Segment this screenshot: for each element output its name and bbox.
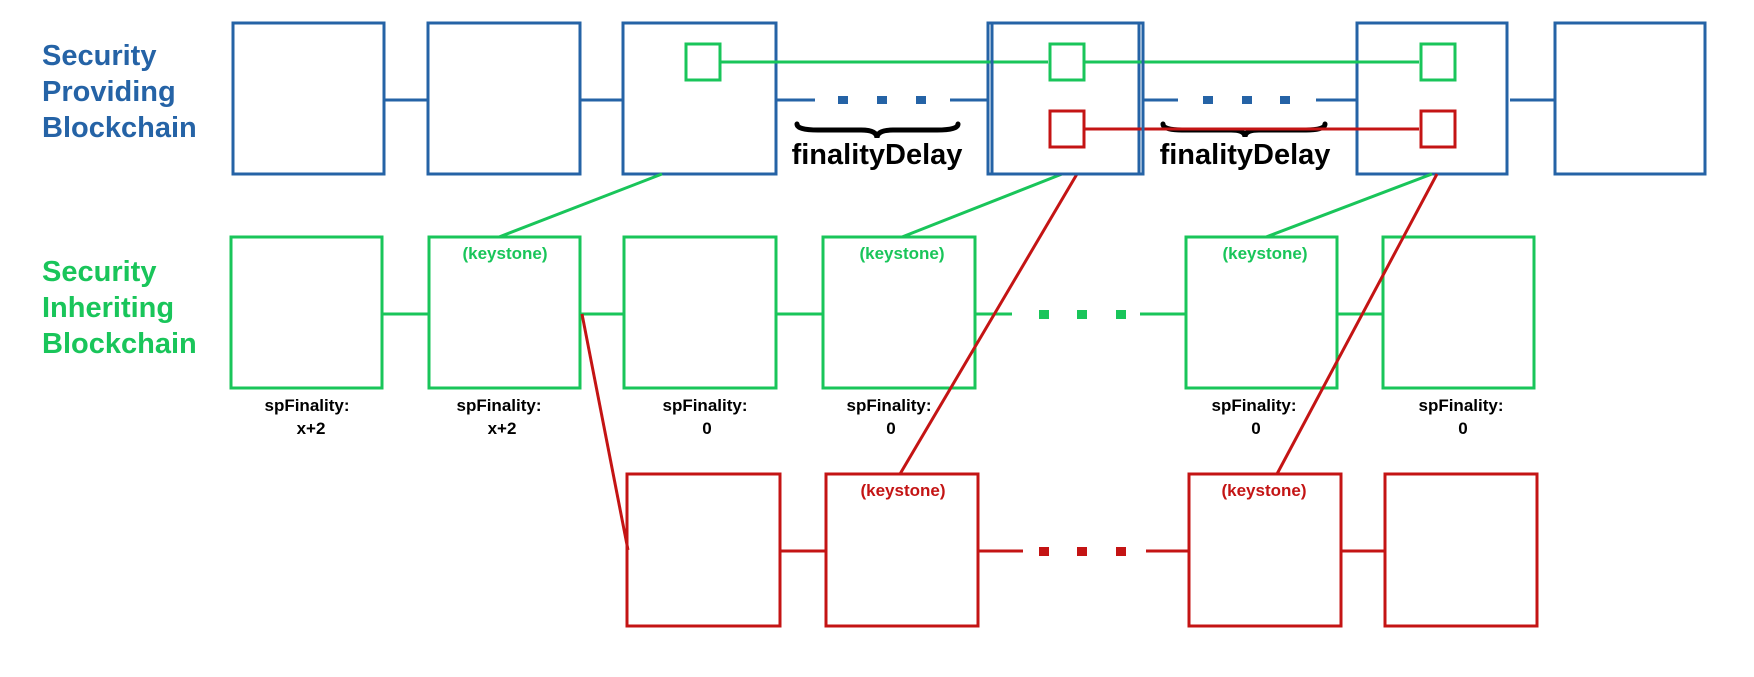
spfinality-label: spFinality: (846, 396, 931, 415)
sp-label-line-2: Providing (42, 76, 176, 108)
keystone-label-green: (keystone) (1222, 244, 1307, 263)
finality-delay-label-2: finalityDelay (1160, 139, 1331, 171)
finality-delay-label-1: finalityDelay (792, 139, 963, 171)
security-inheriting-label: Security Inheriting Blockchain (42, 256, 197, 360)
ellipsis-dot (1039, 547, 1049, 556)
green-publication-box (1419, 42, 1457, 82)
red-publication-box (1419, 109, 1457, 149)
sp-block (231, 21, 386, 176)
ellipsis-dot (1116, 547, 1126, 556)
sp-block (426, 21, 582, 176)
ellipsis-dot (1242, 96, 1252, 104)
sp-ellipsis-1 (838, 96, 926, 104)
si-red-chain (580, 173, 1539, 628)
keystone-label-red: (keystone) (860, 481, 945, 500)
si-block (229, 235, 384, 390)
keystone-label-red: (keystone) (1221, 481, 1306, 500)
green-anchor-link (901, 172, 1063, 239)
security-providing-label: Security Providing Blockchain (42, 40, 197, 144)
si-label-line-3: Blockchain (42, 328, 197, 360)
spfinality-label: spFinality: (264, 396, 349, 415)
sp-block (1355, 21, 1509, 176)
spfinality-value: x+2 (488, 419, 517, 438)
red-block (625, 472, 782, 628)
red-block (1383, 472, 1539, 628)
sp-block (986, 21, 1141, 176)
sp-ellipsis-2 (1203, 96, 1290, 104)
ellipsis-dot (1077, 547, 1087, 556)
red-anchor-link (1275, 173, 1439, 475)
si-block (427, 235, 582, 390)
si-green-ellipsis (1039, 310, 1126, 319)
ellipsis-dot (838, 96, 848, 104)
spfinality-value: 0 (886, 419, 895, 438)
sp-block (990, 21, 1145, 176)
spfinality-label: spFinality: (1418, 396, 1503, 415)
si-block (1381, 235, 1536, 390)
sp-chain (231, 21, 1707, 176)
ellipsis-dot (1116, 310, 1126, 319)
spfinality-label: spFinality: (456, 396, 541, 415)
si-block (622, 235, 778, 390)
green-anchor-link (1265, 172, 1433, 239)
ellipsis-dot (1280, 96, 1290, 104)
ellipsis-dot (916, 96, 926, 104)
sp-block (621, 21, 778, 176)
red-block (1187, 472, 1343, 628)
fork-link (580, 313, 630, 551)
sp-label-line-3: Blockchain (42, 112, 197, 144)
si-green-chain (229, 172, 1536, 390)
spfinality-label: spFinality: (662, 396, 747, 415)
sp-label-line-1: Security (42, 40, 156, 72)
sp-finality-labels: spFinality: x+2 spFinality: x+2 spFinali… (264, 396, 1503, 438)
si-label-line-2: Inheriting (42, 292, 174, 324)
spfinality-value: 0 (1251, 419, 1260, 438)
si-block (1184, 235, 1339, 390)
red-publication-box (1048, 109, 1086, 149)
green-publication-box (684, 42, 722, 82)
ellipsis-dot (1077, 310, 1087, 319)
keystone-label-green: (keystone) (859, 244, 944, 263)
ellipsis-dot (877, 96, 887, 104)
green-publications (684, 42, 1457, 82)
si-block (821, 235, 977, 390)
keystone-label-green: (keystone) (462, 244, 547, 263)
spfinality-value: x+2 (297, 419, 326, 438)
red-block (824, 472, 980, 628)
red-publications (1048, 109, 1457, 149)
spfinality-label: spFinality: (1211, 396, 1296, 415)
green-publication-box (1048, 42, 1086, 82)
si-label-line-1: Security (42, 256, 156, 288)
ellipsis-dot (1039, 310, 1049, 319)
red-anchor-link (898, 173, 1079, 475)
spfinality-value: 0 (702, 419, 711, 438)
ellipsis-dot (1203, 96, 1213, 104)
si-red-ellipsis (1039, 547, 1126, 556)
curly-brace-icon (794, 121, 961, 139)
spfinality-value: 0 (1458, 419, 1467, 438)
green-anchor-link (498, 172, 663, 239)
sp-block (1553, 21, 1707, 176)
finality-delay-brace-1 (794, 121, 961, 139)
